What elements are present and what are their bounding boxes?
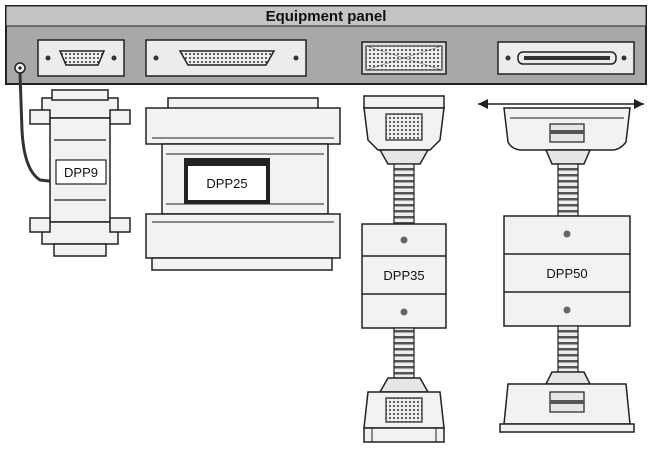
panel-port-dpp35: [361, 41, 447, 75]
adapter-dpp9: DPP9: [29, 89, 131, 257]
dpp35-top-cable: [393, 163, 415, 225]
dpp25-label-box: [188, 166, 266, 200]
adapter-dpp35: DPP35: [361, 95, 447, 443]
dpp9-label: DPP9: [64, 165, 98, 180]
dpp9-label-box: [55, 159, 107, 185]
dpp25-label: DPP25: [206, 176, 247, 191]
dpp50-screw-bottom-icon: [563, 306, 571, 314]
dpp50-label: DPP50: [546, 266, 587, 281]
equipment-panel: Equipment panel: [5, 5, 647, 85]
panel-title: Equipment panel: [266, 8, 387, 25]
dpp50-screw-top-icon: [563, 230, 571, 238]
adapter-dpp25: DPP25: [145, 97, 341, 271]
panel-port-db9: [37, 39, 125, 77]
ground-wire: [18, 72, 59, 184]
adapter-dpp50: DPP50: [478, 99, 644, 433]
dpp35-bottom-cable: [393, 327, 415, 379]
panel-title-bar: [5, 5, 647, 27]
dpp35-label: DPP35: [383, 268, 424, 283]
arrow-left-icon: [478, 99, 488, 109]
dpp35-screw-top-icon: [400, 236, 408, 244]
panel-port-db25: [145, 39, 307, 77]
dpp50-top-cable: [557, 163, 579, 217]
arrow-right-icon: [634, 99, 644, 109]
dpp35-screw-bottom-icon: [400, 308, 408, 316]
panel-port-dpp50: [497, 41, 635, 75]
dpp50-bottom-cable: [557, 325, 579, 373]
